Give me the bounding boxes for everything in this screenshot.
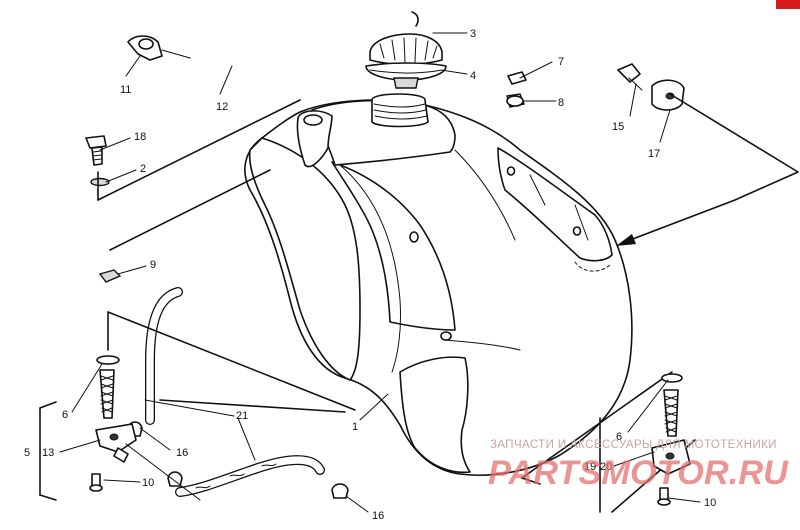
callout-18: 18 bbox=[134, 131, 146, 143]
leader-lines bbox=[59, 32, 701, 513]
callout-21: 21 bbox=[236, 410, 248, 422]
corner-marker bbox=[776, 0, 800, 9]
callout-13: 13 bbox=[42, 447, 54, 459]
callout-19: 19 bbox=[584, 461, 596, 473]
callout-11: 11 bbox=[120, 84, 131, 96]
screw-and-grommet-7-8 bbox=[506, 71, 527, 108]
watermark: ЗАПЧАСТИ И АКСЕССУАРЫ ДЛЯ МОТОТЕХНИКИ PA… bbox=[488, 439, 789, 492]
watermark-tagline: ЗАПЧАСТИ И АКСЕССУАРЫ ДЛЯ МОТОТЕХНИКИ bbox=[490, 439, 777, 451]
callout-7: 7 bbox=[558, 56, 564, 68]
callout-15: 15 bbox=[612, 121, 624, 133]
callout-10-right: 10 bbox=[704, 497, 716, 509]
filler-cap-assembly bbox=[365, 33, 447, 89]
callout-12: 12 bbox=[216, 101, 228, 113]
callout-10-left: 10 bbox=[142, 477, 154, 489]
callout-3: 3 bbox=[470, 28, 476, 40]
callout-1: 1 bbox=[352, 421, 358, 433]
fuel-tap-right-assembly bbox=[521, 371, 696, 513]
callout-17: 17 bbox=[648, 148, 660, 160]
watermark-brand: PARTSMOTOR.RU bbox=[488, 454, 789, 492]
callout-2: 2 bbox=[140, 163, 146, 175]
callout-6-left: 6 bbox=[62, 409, 68, 421]
mount-bolt-15-rubber-17 bbox=[616, 63, 799, 246]
breather-hose-assembly bbox=[127, 11, 419, 62]
callout-20: 20 bbox=[600, 461, 612, 473]
fuel-tank-drawing bbox=[244, 93, 633, 476]
left-mount-hardware bbox=[85, 99, 301, 283]
callout-16-lower: 16 bbox=[372, 510, 384, 522]
callout-4: 4 bbox=[470, 70, 476, 82]
fuel-line-assembly-left bbox=[39, 287, 356, 501]
callout-16-upper: 16 bbox=[176, 447, 188, 459]
callout-6-right: 6 bbox=[616, 431, 622, 443]
callout-5: 5 bbox=[24, 447, 30, 459]
callout-labels: 1 2 3 4 5 6 6 7 8 9 10 10 11 12 13 15 16… bbox=[24, 28, 716, 522]
callout-8: 8 bbox=[558, 97, 564, 109]
callout-9: 9 bbox=[150, 259, 156, 271]
